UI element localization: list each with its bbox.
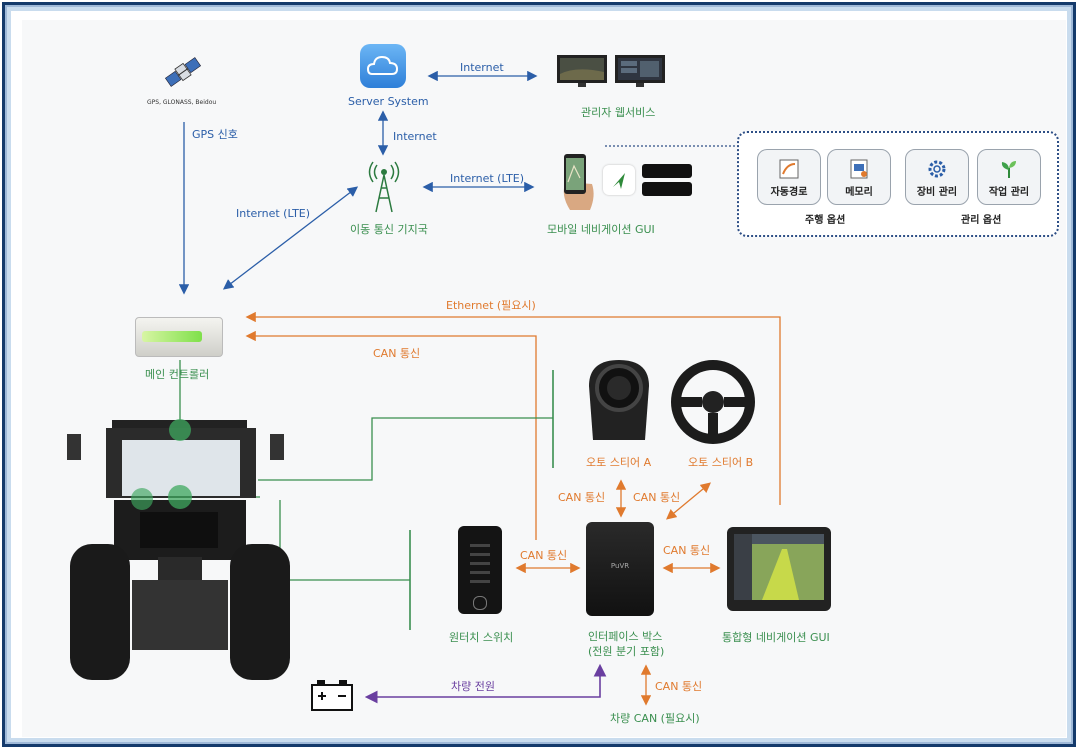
steer-tractor-link xyxy=(258,417,553,481)
vehicle-can-label: 차량 CAN (필요시) xyxy=(610,712,700,725)
can-steer-a-label: CAN 통신 xyxy=(558,491,606,504)
internet-server-station-label: Internet xyxy=(393,130,437,143)
can-steer-b-line xyxy=(665,482,712,520)
interface-box-logo: PuVR xyxy=(610,562,630,570)
server-label: Server System xyxy=(348,95,429,108)
can-vehicle-label: CAN 통신 xyxy=(655,680,703,693)
option-auto-path[interactable]: 자동경로 xyxy=(757,149,821,205)
one-touch-switch-device xyxy=(458,526,502,614)
option-work[interactable]: 작업 관리 xyxy=(977,149,1041,205)
drive-options-label: 주행 옵션 xyxy=(805,215,846,226)
navigation-display-device xyxy=(727,527,831,611)
interface-box-label-1: 인터페이스 박스 xyxy=(588,630,663,643)
auto-steer-b-device xyxy=(670,360,756,444)
web-monitor-1 xyxy=(556,54,608,88)
internet-server-web-label: Internet xyxy=(460,61,504,74)
option-equipment-label: 장비 관리 xyxy=(916,187,958,198)
auto-steer-a-device xyxy=(583,356,655,446)
antenna-icon xyxy=(368,160,400,214)
main-controller-device xyxy=(135,317,223,357)
gps-signal-label: GPS 신호 xyxy=(192,128,238,141)
plant-icon xyxy=(998,158,1020,180)
satellite-icon xyxy=(162,52,204,92)
option-auto-path-label: 자동경로 xyxy=(770,187,808,198)
main-controller-label: 메인 컨트롤러 xyxy=(145,368,210,381)
can-main-label: CAN 통신 xyxy=(373,347,421,360)
station-controller-line xyxy=(222,186,359,290)
ethernet-line xyxy=(245,311,781,505)
can-main-line xyxy=(245,330,537,540)
auto-steer-a-label: 오토 스티어 A xyxy=(586,456,652,469)
nav-gui-label: 통합형 네비게이션 GUI xyxy=(722,631,830,644)
app-store-badge xyxy=(642,164,692,178)
internet-lte-mobile-label: Internet (LTE) xyxy=(450,172,525,185)
option-work-label: 작업 관리 xyxy=(988,187,1030,198)
one-touch-label: 원터치 스위치 xyxy=(449,631,514,644)
auto-path-icon xyxy=(778,158,800,180)
power-line xyxy=(364,663,607,704)
option-memory[interactable]: 메모리 xyxy=(827,149,891,205)
vehicle-power-label: 차량 전원 xyxy=(451,680,495,693)
auto-steer-b-label: 오토 스티어 B xyxy=(688,456,754,469)
tractor-image xyxy=(62,412,290,688)
google-play-badge xyxy=(642,182,692,196)
cloud-icon xyxy=(360,44,406,88)
web-service-label: 관리자 웹서비스 xyxy=(581,106,656,119)
ethernet-label: Ethernet (필요시) xyxy=(446,299,536,312)
switch-tractor-link xyxy=(279,500,410,581)
can-switch-label: CAN 통신 xyxy=(520,549,568,562)
interface-box-device: PuVR xyxy=(586,522,654,616)
web-monitor-2 xyxy=(614,54,666,88)
option-equipment[interactable]: 장비 관리 xyxy=(905,149,969,205)
manage-options-label: 관리 옵션 xyxy=(961,215,1002,226)
battery-icon xyxy=(311,678,353,712)
interface-box-label-2: (전원 분기 포함) xyxy=(588,645,665,658)
can-nav-label: CAN 통신 xyxy=(663,544,711,557)
navigation-arrow-icon xyxy=(603,165,635,195)
can-steer-b-label: CAN 통신 xyxy=(633,491,681,504)
satellite-label: GPS, GLONASS, Beidou xyxy=(147,99,217,106)
option-memory-label: 메모리 xyxy=(845,187,873,198)
gear-icon xyxy=(926,158,948,180)
phone-in-hand-icon xyxy=(556,152,600,212)
internet-lte-controller-label: Internet (LTE) xyxy=(236,207,311,220)
base-station-label: 이동 통신 기지국 xyxy=(350,223,428,236)
mobile-gui-label: 모바일 네비게이션 GUI xyxy=(547,223,655,236)
memory-icon xyxy=(848,158,870,180)
options-panel: 자동경로 메모리 장비 관리 작업 관리 주행 옵션 관리 옵션 xyxy=(737,131,1059,237)
